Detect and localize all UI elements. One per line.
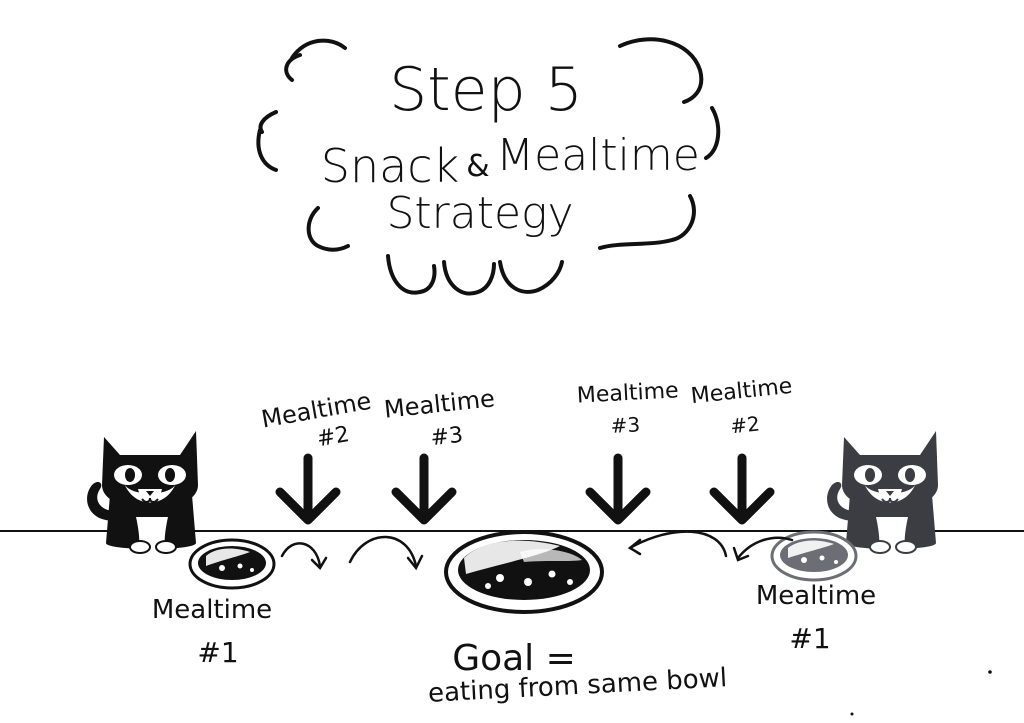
curved-arrow-icon (732, 536, 794, 562)
label-right-mt3-title: Mealtime (576, 378, 679, 408)
cat-right-icon (827, 431, 938, 554)
title-strategy: Strategy (387, 188, 574, 239)
label-right-mt2-num: #2 (729, 411, 761, 438)
label-left-mt1: Mealtime #1 (152, 595, 272, 669)
arrow-down-icon (585, 453, 651, 525)
title-cloud (256, 37, 721, 296)
arrow-down-icon (391, 453, 457, 525)
label-left-mt3-num: #3 (429, 423, 464, 451)
curved-arrows (280, 530, 794, 571)
stray-dot (850, 712, 854, 716)
label-left-mt2-num: #2 (315, 422, 351, 452)
label-right-mt3-num: #3 (610, 412, 641, 438)
goal-label: Goal = eating from same bowl (427, 638, 728, 709)
title-amp: & (466, 149, 489, 184)
label-left-mt2: Mealtime #2 (259, 387, 373, 453)
arrow-down-icon (709, 453, 775, 525)
title-mealtime: Mealtime (496, 130, 700, 181)
curved-arrow-icon (627, 530, 728, 558)
label-left-mt1-title: Mealtime (152, 595, 272, 625)
cat-left-icon (87, 431, 198, 554)
label-left-mt1-num: #1 (197, 636, 238, 669)
label-left-mt3-title: Mealtime (383, 384, 496, 423)
label-right-mt2-title: Mealtime (690, 374, 794, 410)
label-left-mt3: Mealtime #3 (383, 384, 496, 451)
stray-dot (988, 670, 992, 674)
bowl-left-icon (188, 538, 276, 590)
bowl-goal-icon (444, 530, 604, 614)
bowl-right-icon (770, 530, 858, 582)
title-step: Step 5 (389, 55, 583, 125)
label-right-mt1: Mealtime #1 (756, 581, 876, 655)
title-text: Step 5 Snack & Mealtime Strategy (321, 55, 700, 239)
label-right-mt1-num: #1 (789, 622, 830, 655)
label-right-mt1-title: Mealtime (756, 581, 876, 611)
title-snack: Snack (321, 139, 459, 193)
label-right-mt2: Mealtime #2 (690, 374, 794, 439)
curved-arrow-icon (348, 535, 424, 571)
goal-title: Goal = (452, 638, 576, 679)
label-right-mt3: Mealtime #3 (576, 378, 679, 438)
curved-arrow-icon (280, 542, 328, 571)
down-arrows (275, 453, 775, 525)
arrow-down-icon (275, 453, 341, 525)
